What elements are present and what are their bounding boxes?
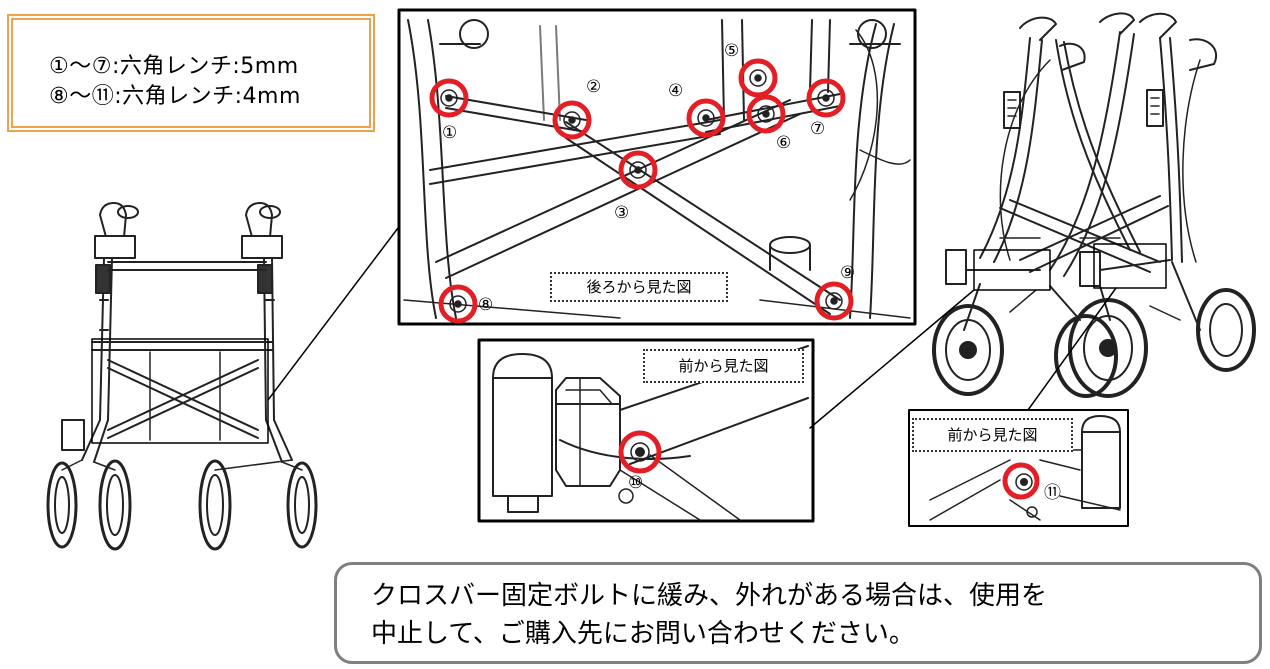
rear-view-art <box>403 19 911 319</box>
zoom-box-front-right <box>1093 243 1167 289</box>
warning-line-1: クロスバー固定ボルトに緩み、外れがある場合は、使用を <box>371 581 1048 611</box>
bolt-number-9: ⑨ <box>840 263 856 283</box>
rear-view-label: 後ろから見た図 <box>550 272 728 302</box>
bolt-number-3: ③ <box>614 203 630 223</box>
warning-box: クロスバー固定ボルトに緩み、外れがある場合は、使用を 中止して、ご購入先にお問い… <box>334 562 1262 664</box>
wrench-spec-line-1: ①〜⑦:六角レンチ:5mm <box>49 54 299 79</box>
bolt-number-10: ⑩ <box>628 473 644 493</box>
bolt-number-11: ⑪ <box>1044 483 1061 503</box>
warning-line-2: 中止して、ご購入先にお問い合わせください。 <box>371 619 915 649</box>
wrench-spec-line-2: ⑧〜⑪:六角レンチ:4mm <box>49 84 301 109</box>
zoom-box-rear <box>91 338 269 444</box>
front-view-10-art <box>492 345 809 521</box>
front-view-11-art <box>929 415 1121 521</box>
zoom-box-front-left <box>973 249 1051 291</box>
bolt-highlights-rear <box>429 58 854 324</box>
wrench-spec-box: ①〜⑦:六角レンチ:5mm ⑧〜⑪:六角レンチ:4mm <box>7 14 375 132</box>
front-view-label-10: 前から見た図 <box>643 349 804 383</box>
bolt-number-1: ① <box>442 123 458 143</box>
front-view-label-11: 前から見た図 <box>912 418 1073 452</box>
bolt-number-6: ⑥ <box>776 133 792 153</box>
bolt-number-2: ② <box>586 77 602 97</box>
bolt-number-7: ⑦ <box>810 119 826 139</box>
bolt-number-5: ⑤ <box>724 41 740 61</box>
walker-side-illustration <box>932 12 1256 398</box>
walker-front-illustration <box>46 202 318 551</box>
bolt-number-8: ⑧ <box>478 295 494 315</box>
bolt-number-4: ④ <box>668 81 684 101</box>
